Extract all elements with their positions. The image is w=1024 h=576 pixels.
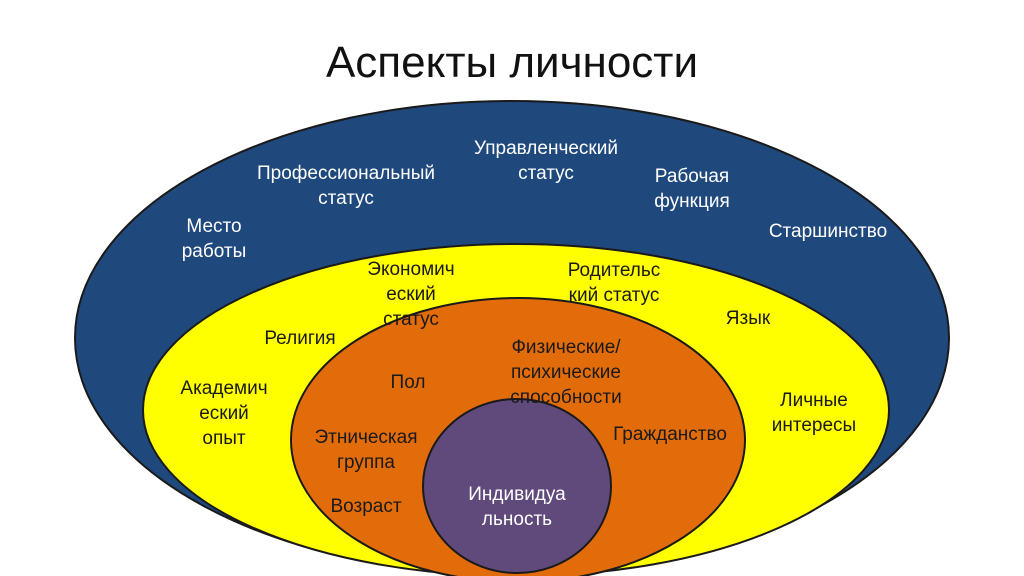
- label-gender: Пол: [390, 372, 426, 393]
- label-age: Возраст: [330, 496, 402, 517]
- slide-title: Аспекты личности: [325, 38, 699, 87]
- label-citizenship: Гражданство: [613, 424, 727, 445]
- label-seniority: Старшинство: [768, 221, 888, 242]
- label-religion: Религия: [264, 328, 336, 349]
- core-circle: [422, 398, 612, 574]
- label-language: Язык: [725, 308, 771, 329]
